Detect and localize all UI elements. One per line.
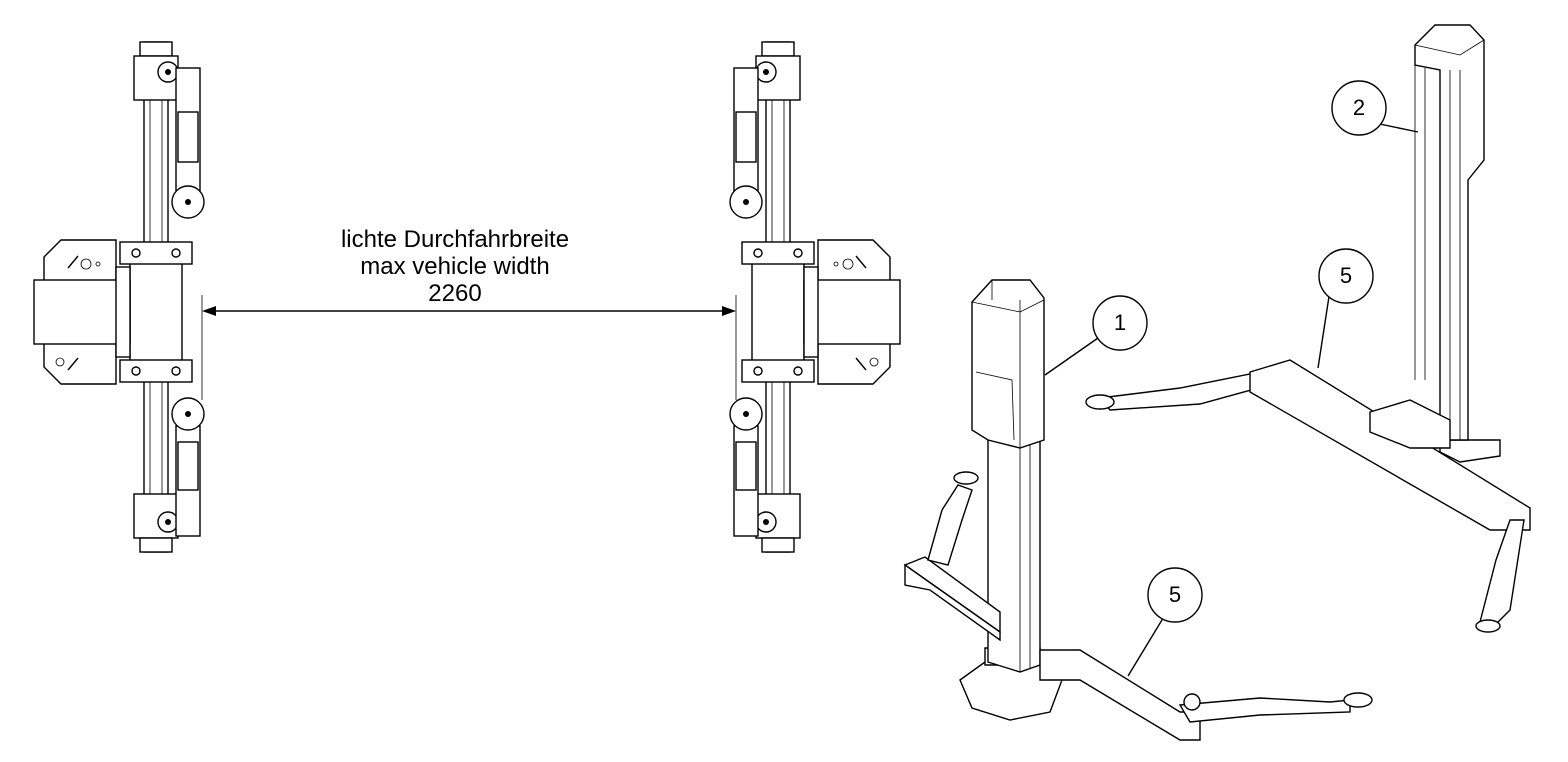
dimension-label-english: max vehicle width <box>360 253 550 280</box>
post-top-view-left <box>33 41 205 553</box>
dimension-line <box>201 295 737 400</box>
dimension-label-german: lichte Durchfahrbreite <box>340 226 570 253</box>
post-top-view-right <box>729 41 901 553</box>
callout-circle-2 <box>1331 80 1387 136</box>
callout-number-5-right: 5 <box>1339 263 1353 288</box>
callout-circle-5-right <box>1318 248 1374 304</box>
post-2-isometric <box>1085 24 1531 633</box>
callout-circle-5-bottom <box>1147 567 1203 623</box>
dimension-label: lichte Durchfahrbreite max vehicle width… <box>325 226 585 307</box>
leader-lines <box>1044 122 1419 677</box>
callout-number-5-bottom: 5 <box>1168 582 1182 607</box>
callout-number-2: 2 <box>1352 95 1366 120</box>
callout-circle-1 <box>1092 295 1148 351</box>
callout-number-1: 1 <box>1113 310 1127 335</box>
dimension-value: 2260 <box>428 280 482 307</box>
post-1-isometric <box>903 279 1373 741</box>
